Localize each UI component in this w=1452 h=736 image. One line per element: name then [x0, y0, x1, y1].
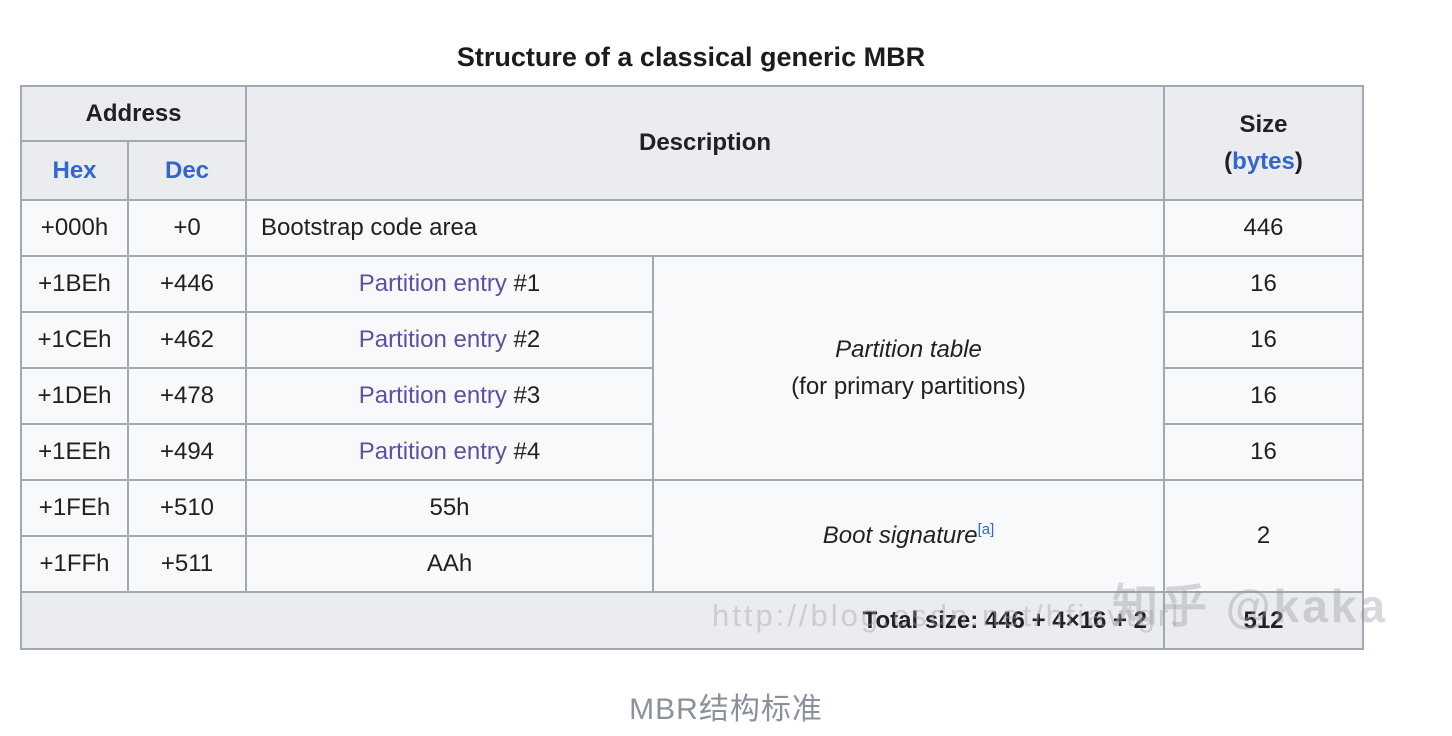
bytes-link[interactable]: bytes — [1232, 148, 1295, 175]
cell-hex: +1DEh — [20, 367, 129, 425]
cell-hex: +000h — [20, 199, 129, 257]
header-size-paren-open: ( — [1224, 148, 1233, 175]
cell-dec: +494 — [126, 423, 248, 481]
mbr-structure-table: Address Description Size (bytes) Hex Dec… — [19, 85, 1365, 650]
cell-dec: +462 — [126, 311, 248, 369]
partition-entry-4-number: #4 — [506, 438, 541, 465]
table-row: +1DEh +478 Partition entry #3 16 — [20, 367, 1365, 425]
cell-description-partition-1: Partition entry #1 — [245, 255, 655, 313]
partition-entry-1-number: #1 — [506, 270, 541, 297]
partition-entry-2-link[interactable]: Partition entry — [358, 326, 507, 353]
header-size: Size (bytes) — [1163, 85, 1365, 201]
dec-link[interactable]: Dec — [164, 156, 210, 184]
table-row: +1EEh +494 Partition entry #4 16 — [20, 423, 1365, 481]
table-row: +1CEh +462 Partition entry #2 16 — [20, 311, 1365, 369]
header-address: Address — [19, 85, 248, 142]
hex-link[interactable]: Hex — [52, 156, 97, 184]
header-row-2: Hex Dec — [20, 140, 1363, 201]
table-row: +1BEh +446 Partition entry #1 Partition … — [20, 255, 1365, 481]
mbr-table-figure: Structure of a classical generic MBR Add… — [19, 0, 1365, 650]
cell-hex: +1CEh — [20, 311, 129, 369]
header-size-label: Size — [1239, 110, 1288, 138]
partition-table-label: Partition table — [835, 335, 982, 363]
total-row: Total size: 446 + 4×16 + 2 512 — [19, 591, 1365, 650]
total-size-label: Total size: 446 + 4×16 + 2 — [19, 591, 1166, 650]
table-title: Structure of a classical generic MBR — [456, 42, 926, 72]
partition-entry-4-link[interactable]: Partition entry — [358, 438, 507, 465]
table-row: +000h +0 Bootstrap code area 446 — [20, 199, 1365, 257]
partition-entry-2-number: #2 — [506, 326, 541, 353]
header-size-paren-close: ) — [1294, 148, 1303, 175]
cell-description-aah: AAh — [245, 535, 655, 593]
cell-hex: +1EEh — [20, 423, 129, 481]
table-row: +1FEh +510 55h Boot signature[a] 2 — [20, 479, 1365, 593]
cell-size: 16 — [1163, 255, 1365, 313]
partition-entry-1-link[interactable]: Partition entry — [358, 270, 507, 297]
cell-description-bootstrap: Bootstrap code area — [245, 199, 1166, 257]
figure-caption: MBR结构标准 — [629, 693, 823, 726]
cell-hex: +1FFh — [20, 535, 129, 593]
cell-description-partition-2: Partition entry #2 — [245, 311, 655, 369]
partition-entry-3-link[interactable]: Partition entry — [358, 382, 507, 409]
header-description: Description — [245, 85, 1166, 201]
total-size-value: 512 — [1163, 591, 1365, 650]
partition-table-sublabel: (for primary partitions) — [791, 373, 1026, 400]
cell-size: 16 — [1163, 311, 1365, 369]
cell-dec: +510 — [126, 479, 248, 537]
cell-description-55h: 55h — [245, 479, 655, 537]
partition-entry-3-number: #3 — [506, 382, 541, 409]
cell-dec: +478 — [126, 367, 248, 425]
header-row-1: Address Description Size (bytes) — [19, 85, 1365, 201]
cell-boot-signature-merged: Boot signature[a] — [652, 479, 1166, 593]
cell-size-boot-signature: 2 — [1163, 479, 1365, 593]
cell-dec: +511 — [126, 535, 248, 593]
cell-dec: +446 — [126, 255, 248, 313]
footnote-a-link[interactable]: [a] — [977, 521, 995, 538]
cell-size: 446 — [1163, 199, 1365, 257]
cell-description-partition-4: Partition entry #4 — [245, 423, 655, 481]
table-row: +1FFh +511 AAh — [20, 535, 1363, 593]
boot-signature-label: Boot signature — [822, 522, 978, 549]
cell-size: 16 — [1163, 367, 1365, 425]
cell-hex: +1FEh — [20, 479, 129, 537]
cell-dec: +0 — [126, 199, 248, 257]
cell-hex: +1BEh — [20, 255, 129, 313]
cell-size: 16 — [1163, 423, 1365, 481]
cell-partition-table-merged: Partition table (for primary partitions) — [652, 255, 1166, 481]
cell-description-partition-3: Partition entry #3 — [245, 367, 655, 425]
